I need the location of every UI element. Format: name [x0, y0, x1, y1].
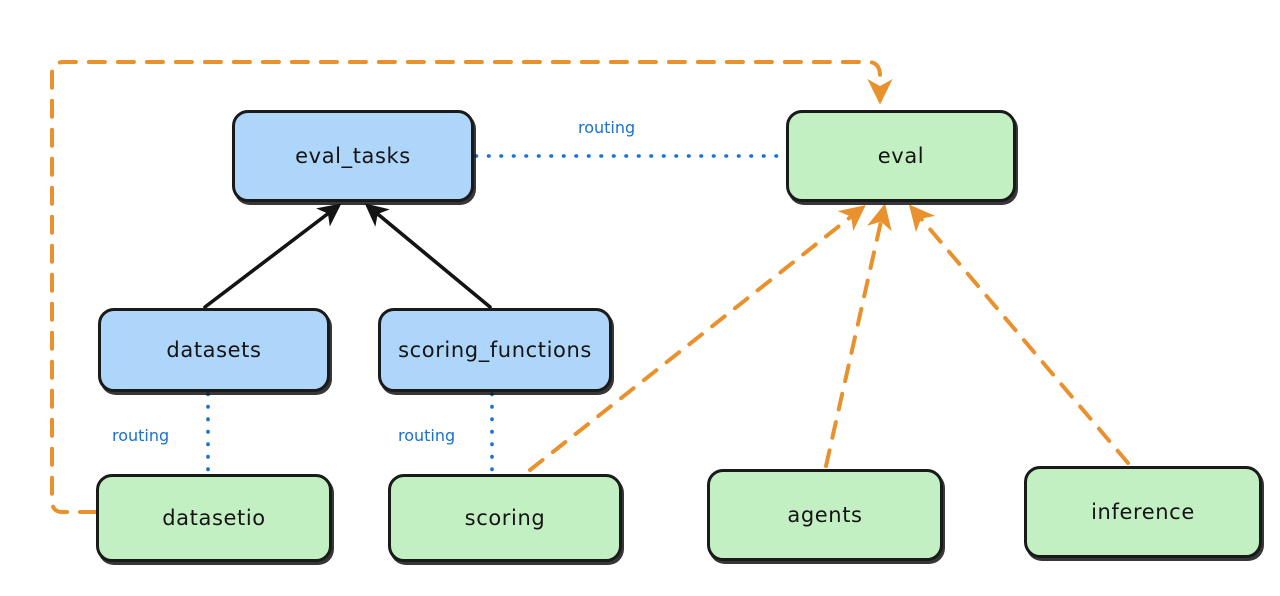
node-eval-tasks[interactable]: eval_tasks: [232, 110, 474, 202]
edge-agents-to-eval: [824, 203, 892, 468]
node-scoring-functions[interactable]: scoring_functions: [378, 308, 612, 392]
node-label: datasets: [166, 338, 262, 362]
node-label: inference: [1091, 500, 1195, 524]
node-scoring[interactable]: scoring: [388, 474, 622, 562]
edge-label-routing-datasets-datasetio: routing: [112, 426, 170, 445]
node-eval[interactable]: eval: [786, 110, 1016, 202]
node-label: datasetio: [162, 506, 266, 530]
node-label: scoring: [464, 506, 546, 530]
edge-label-routing-scoring-functions-scoring: routing: [398, 426, 456, 445]
node-label: agents: [787, 503, 863, 527]
node-label: eval_tasks: [295, 144, 411, 168]
node-label: eval: [877, 144, 925, 168]
node-agents[interactable]: agents: [707, 469, 943, 561]
node-label: scoring_functions: [398, 338, 592, 362]
edge-scoring-functions-to-eval-tasks: [364, 203, 492, 309]
edge-datasets-to-eval-tasks: [203, 203, 342, 309]
node-inference[interactable]: inference: [1024, 466, 1262, 558]
edge-inference-to-eval: [908, 204, 1130, 465]
node-datasets[interactable]: datasets: [98, 308, 330, 392]
node-datasetio[interactable]: datasetio: [96, 474, 332, 562]
edge-label-routing-eval-tasks-eval: routing: [578, 118, 636, 137]
